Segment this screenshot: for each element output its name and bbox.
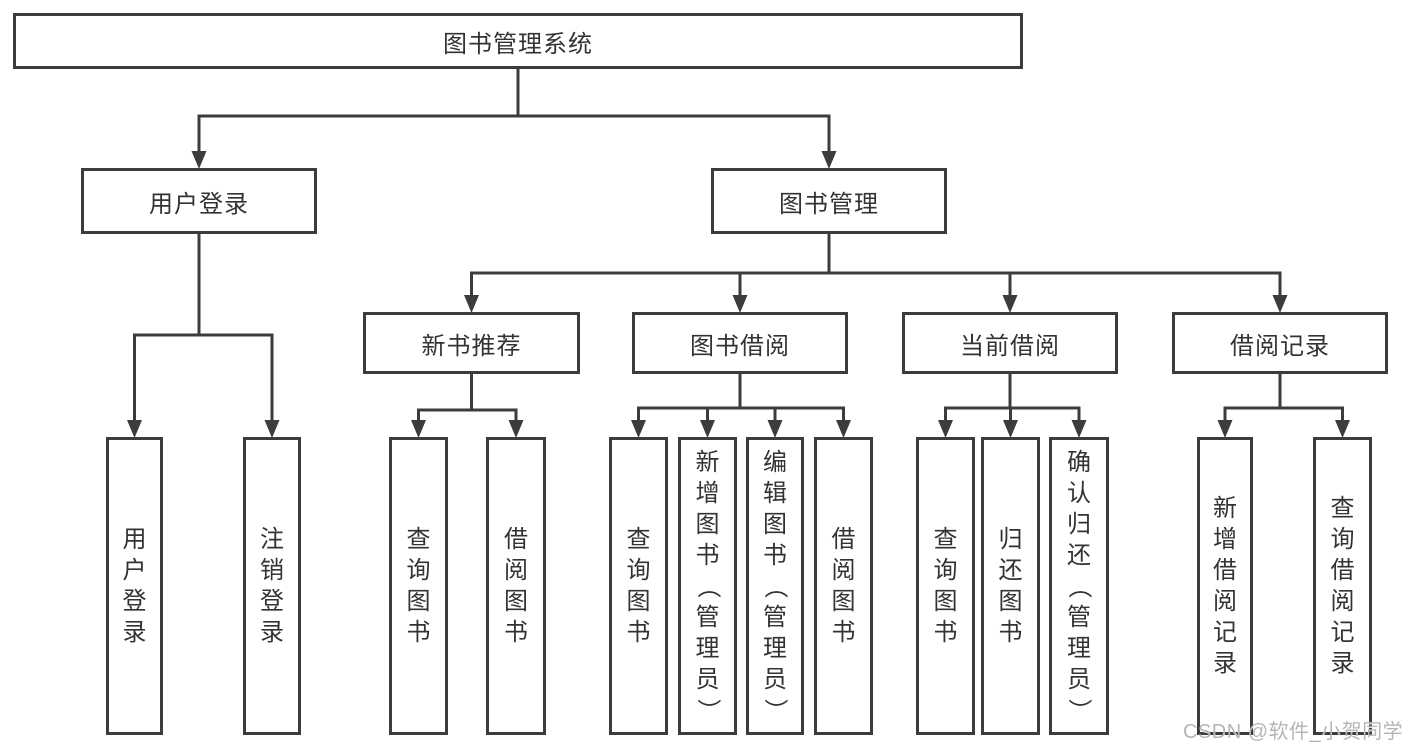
node-newbook-query: 查询图书 <box>389 437 448 735</box>
node-borrow-borrow-label: 借阅图书 <box>831 526 856 646</box>
node-current-return-label: 归还图书 <box>998 526 1023 646</box>
node-login: 用户登录 <box>81 168 317 234</box>
node-records-label: 借阅记录 <box>1230 332 1330 360</box>
node-current-confirm: 确认归还（管理员） <box>1049 437 1109 735</box>
node-records-query-label: 查询借阅记录 <box>1330 495 1355 677</box>
node-borrow-borrow: 借阅图书 <box>814 437 873 735</box>
node-login-logout: 注销登录 <box>243 437 301 735</box>
node-newbook: 新书推荐 <box>363 312 580 374</box>
node-current-query: 查询图书 <box>916 437 975 735</box>
node-borrow-query: 查询图书 <box>609 437 668 735</box>
node-borrow-edit-label: 编辑图书（管理员） <box>761 448 789 723</box>
node-newbook-borrow-label: 借阅图书 <box>504 526 528 646</box>
node-borrow-add-label: 新增图书（管理员） <box>694 448 721 723</box>
node-root: 图书管理系统 <box>13 13 1023 69</box>
node-current: 当前借阅 <box>902 312 1118 374</box>
node-current-return: 归还图书 <box>981 437 1040 735</box>
node-records-add-label: 新增借阅记录 <box>1213 495 1237 677</box>
node-login-logout-label: 注销登录 <box>260 526 284 646</box>
csdn-watermark: CSDN @软件_小贺同学 <box>1183 721 1404 743</box>
node-login-user-label: 用户登录 <box>122 526 147 646</box>
node-borrow-edit: 编辑图书（管理员） <box>746 437 804 735</box>
node-newbook-label: 新书推荐 <box>421 332 522 360</box>
node-newbook-borrow: 借阅图书 <box>486 437 546 735</box>
node-records-add: 新增借阅记录 <box>1197 437 1253 735</box>
node-borrow-label: 图书借阅 <box>690 332 790 360</box>
node-newbook-query-label: 查询图书 <box>406 526 431 646</box>
node-borrow-query-label: 查询图书 <box>626 526 651 646</box>
node-current-label: 当前借阅 <box>960 332 1060 360</box>
node-borrow: 图书借阅 <box>632 312 848 374</box>
node-current-query-label: 查询图书 <box>933 526 958 646</box>
node-mgmt: 图书管理 <box>711 168 947 234</box>
node-mgmt-label: 图书管理 <box>779 190 879 218</box>
node-borrow-add: 新增图书（管理员） <box>678 437 737 735</box>
node-records: 借阅记录 <box>1172 312 1388 374</box>
node-records-query: 查询借阅记录 <box>1313 437 1372 735</box>
node-current-confirm-label: 确认归还（管理员） <box>1065 448 1093 723</box>
node-login-label: 用户登录 <box>149 190 249 218</box>
node-root-label: 图书管理系统 <box>443 30 593 58</box>
node-login-user: 用户登录 <box>106 437 163 735</box>
